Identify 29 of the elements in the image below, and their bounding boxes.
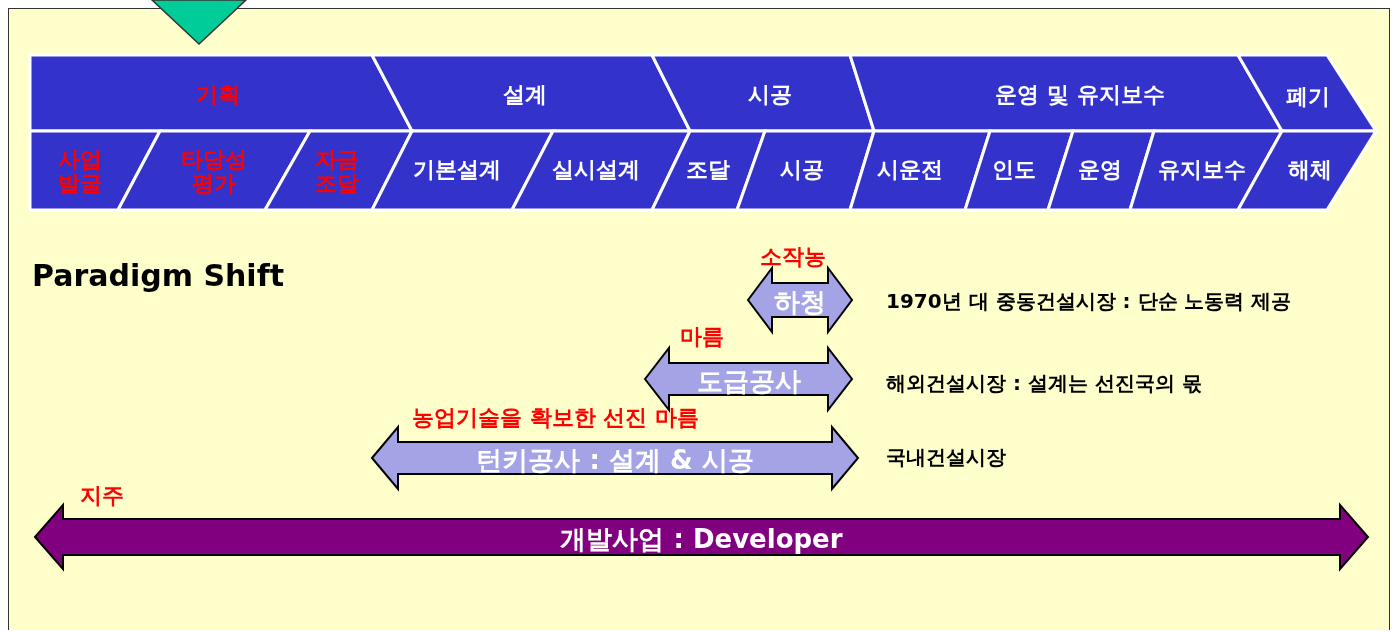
role-label: 마름 [680, 323, 724, 351]
description-text: 국내건설시장 [886, 444, 1006, 471]
phase-label: 기본설계 [413, 157, 501, 183]
role-label: 지주 [80, 482, 124, 510]
phase-label: 운영 [1078, 157, 1122, 183]
bar-label: 도급공사 [696, 366, 801, 396]
role-label: 소작농 [760, 243, 826, 271]
phase-label: 시공 [748, 82, 792, 108]
phase-label: 운영 및 유지보수 [995, 82, 1165, 108]
phase-label: 자금 조달 [314, 147, 360, 197]
phase-label: 시공 [780, 157, 824, 183]
phase-label: 조달 [686, 157, 730, 183]
role-label: 농업기술을 확보한 선진 마름 [412, 404, 699, 432]
description-text: 1970년 대 중동건설시장 : 단순 노동력 제공 [886, 288, 1292, 315]
phase-label: 실시설계 [552, 157, 640, 183]
heading-label: Paradigm Shift [32, 258, 285, 293]
phase-label: 기획 [196, 82, 240, 108]
phase-label: 사업 발굴 [57, 147, 103, 197]
bar-label: 개발사업 : Developer [560, 524, 843, 554]
phase-label: 타당성 평가 [180, 147, 248, 197]
bar-label: 턴키공사 : 설계 & 시공 [476, 445, 754, 475]
phase-label: 시운전 [877, 157, 943, 183]
description-text: 해외건설시장 : 설계는 선진국의 몫 [886, 370, 1202, 397]
phase-label: 해체 [1288, 157, 1332, 183]
phase-label: 유지보수 [1158, 157, 1246, 183]
bar-label: 하청 [774, 287, 826, 317]
phase-label: 설계 [503, 82, 547, 108]
phase-label: 인도 [992, 157, 1036, 183]
phase-label: 폐기 [1286, 84, 1330, 110]
